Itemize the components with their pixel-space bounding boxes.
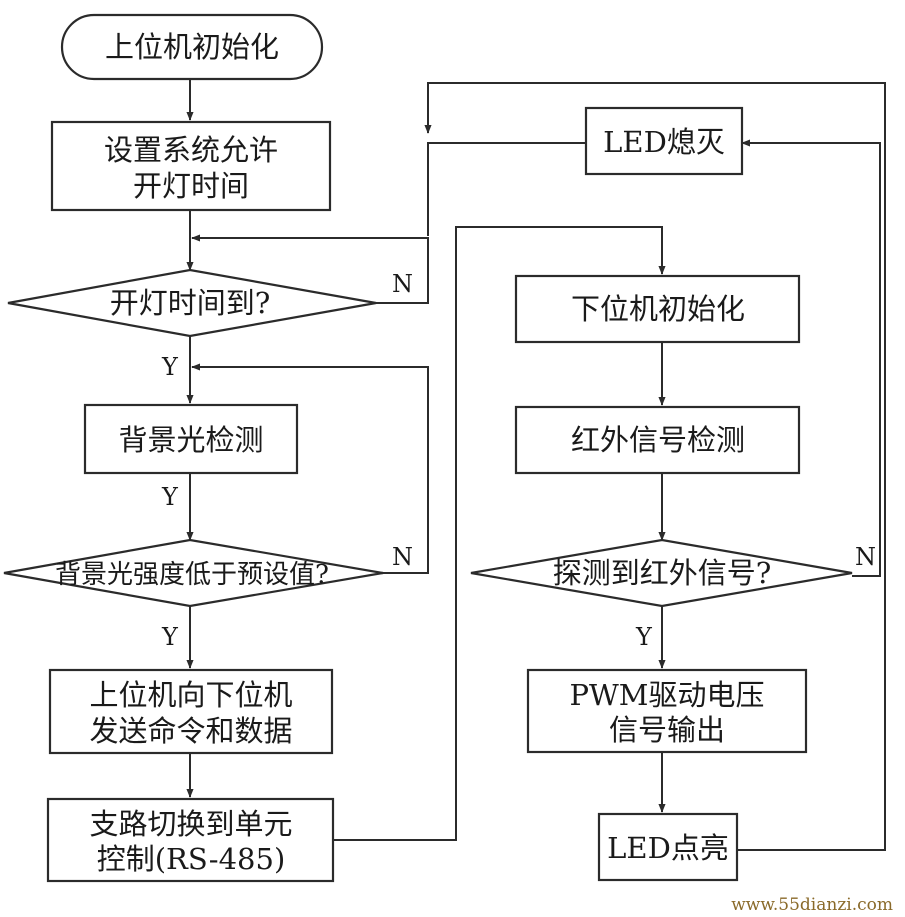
node-start-text: 上位机初始化 [105, 30, 279, 64]
node-set-time-line1: 设置系统允许 [104, 133, 278, 167]
node-switch-branch-line2: 控制(RS-485) [97, 842, 286, 876]
node-start: 上位机初始化 [60, 13, 324, 81]
node-switch-branch: 支路切换到单元 控制(RS-485) [46, 797, 335, 883]
label-ir-no: N [855, 543, 876, 571]
label-ir-yes: Y [635, 623, 653, 651]
edge-bg-no-loop [191, 363, 429, 574]
label-bg-detect-yes: Y [161, 483, 179, 511]
edge-led-on-loop [424, 82, 886, 851]
node-bg-detect: 背景光检测 [83, 403, 299, 475]
label-time-no: N [392, 270, 413, 298]
branch-labels: N Y Y N Y Y N [161, 270, 876, 651]
node-led-on: LED点亮 [597, 812, 739, 882]
node-send-cmd-line2: 发送命令和数据 [89, 714, 292, 748]
node-slave-init-text: 下位机初始化 [571, 292, 745, 326]
node-set-time: 设置系统允许 开灯时间 [50, 120, 332, 212]
node-led-off-text: LED熄灭 [603, 125, 725, 159]
watermark-text: www.55dianzi.com [731, 895, 893, 915]
edge-switch-to-slave [333, 226, 666, 841]
node-pwm: PWM驱动电压 信号输出 [526, 668, 808, 754]
edge-led-off-to-merge [427, 142, 586, 236]
decision-ir-found-text: 探测到红外信号? [553, 556, 772, 590]
node-bg-detect-text: 背景光检测 [118, 423, 263, 457]
edge-ir-no [741, 139, 881, 577]
node-ir-detect-text: 红外信号检测 [571, 423, 745, 457]
connectors [186, 80, 886, 851]
node-set-time-line2: 开灯时间 [133, 169, 249, 203]
node-switch-branch-line1: 支路切换到单元 [89, 807, 292, 841]
decision-time-reached: 开灯时间到? [7, 268, 377, 338]
node-pwm-line2: 信号输出 [609, 713, 725, 747]
node-led-off: LED熄灭 [584, 106, 744, 176]
label-time-yes: Y [161, 353, 179, 381]
edge-time-no-loop [191, 234, 429, 304]
node-led-on-text: LED点亮 [607, 831, 729, 865]
decision-ir-found: 探测到红外信号? [470, 538, 853, 608]
node-send-cmd: 上位机向下位机 发送命令和数据 [48, 668, 334, 755]
node-slave-init: 下位机初始化 [514, 274, 801, 344]
decision-bg-low: 背景光强度低于预设值? [3, 538, 384, 608]
label-bg-yes: Y [161, 623, 179, 651]
node-send-cmd-line1: 上位机向下位机 [89, 678, 292, 712]
node-ir-detect: 红外信号检测 [514, 405, 801, 475]
decision-time-reached-text: 开灯时间到? [110, 286, 271, 320]
decision-bg-low-text: 背景光强度低于预设值? [55, 560, 329, 590]
label-bg-no: N [392, 543, 413, 571]
node-pwm-line1: PWM驱动电压 [569, 678, 764, 712]
